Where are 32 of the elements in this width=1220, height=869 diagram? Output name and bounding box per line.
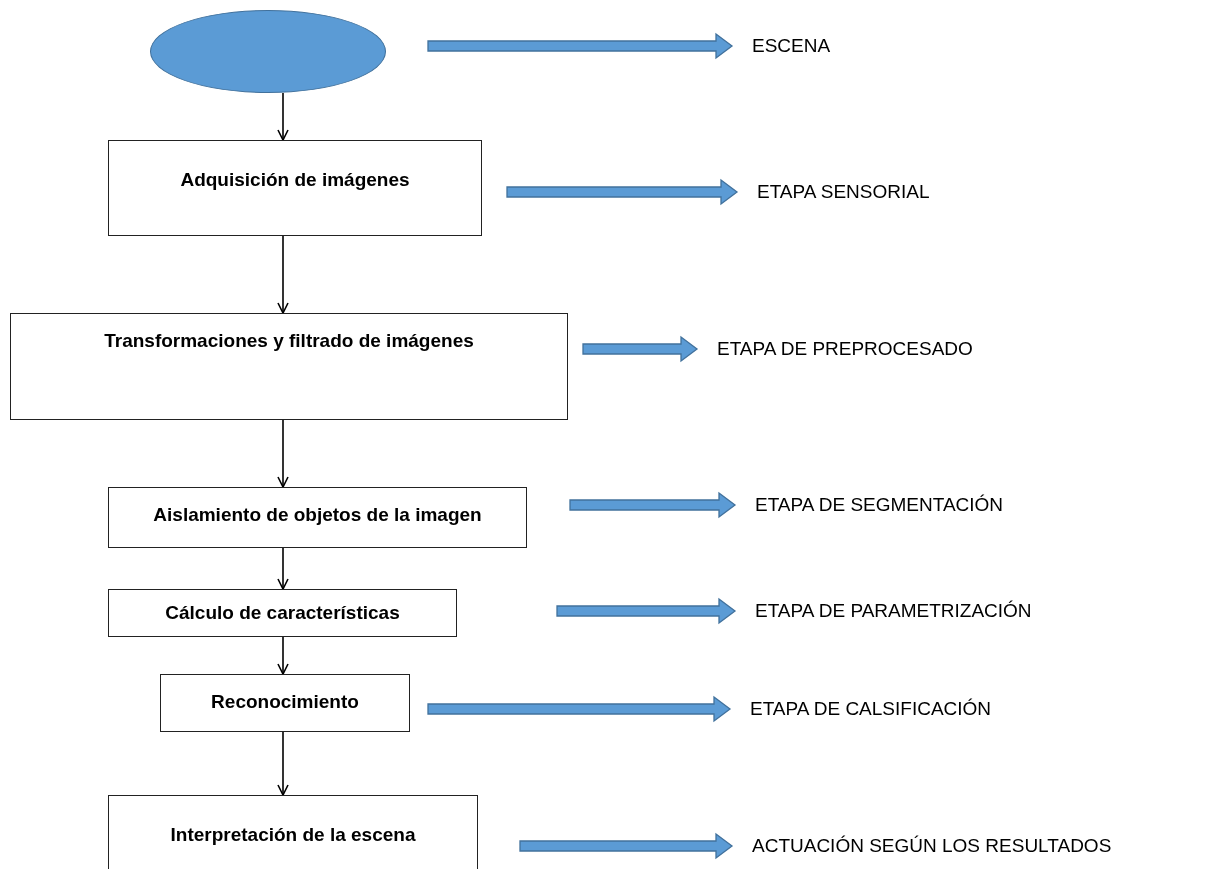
process-label: Aislamiento de objetos de la imagen	[153, 504, 482, 526]
stage-label: ETAPA DE PREPROCESADO	[717, 338, 973, 360]
stage-label: ESCENA	[752, 35, 831, 57]
block-arrow	[569, 491, 737, 519]
arrow	[277, 419, 289, 488]
process-label: Adquisición de imágenes	[180, 169, 410, 191]
arrow	[277, 235, 289, 314]
process-label: Transformaciones y filtrado de imágenes	[104, 330, 474, 352]
arrow	[277, 636, 289, 675]
arrow	[277, 92, 289, 141]
stage-label: ETAPA SENSORIAL	[757, 181, 930, 203]
block-arrow	[427, 695, 732, 723]
process-box	[108, 140, 482, 236]
stage-label: ETAPA DE SEGMENTACIÓN	[755, 494, 1004, 516]
block-arrow	[519, 832, 734, 860]
stage-label: ETAPA DE PARAMETRIZACIÓN	[755, 600, 1032, 622]
process-box	[108, 795, 478, 869]
stage-label: ETAPA DE CALSIFICACIÓN	[750, 698, 992, 720]
block-arrow	[427, 32, 734, 60]
arrow	[277, 547, 289, 590]
process-label: Interpretación de la escena	[170, 824, 416, 846]
block-arrow	[506, 178, 739, 206]
process-box	[10, 313, 568, 420]
stage-label: ACTUACIÓN SEGÚN LOS RESULTADOS	[752, 835, 1112, 857]
process-label: Reconocimiento	[211, 691, 359, 713]
process-label: Cálculo de características	[165, 602, 400, 624]
process-box	[160, 674, 410, 732]
arrow	[277, 731, 289, 796]
process-box	[108, 487, 527, 548]
process-box	[108, 589, 457, 637]
block-arrow	[556, 597, 737, 625]
block-arrow	[582, 335, 699, 363]
